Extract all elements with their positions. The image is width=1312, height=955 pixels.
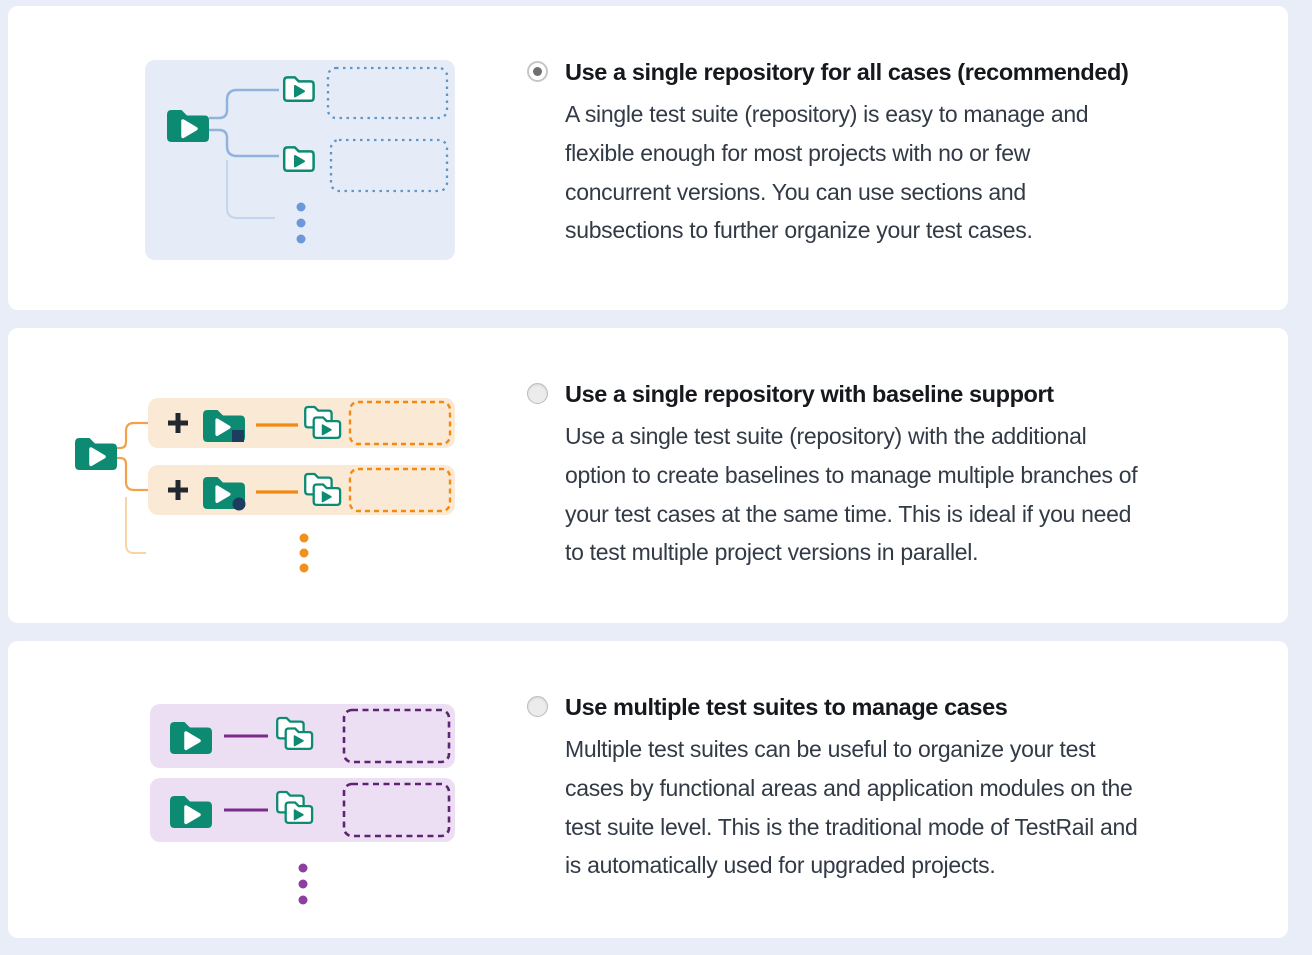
placeholder-box: [348, 400, 452, 446]
more-items-dots: [299, 533, 309, 573]
tree-connector-lines: [209, 88, 279, 220]
single-repository-diagram-svg: [167, 66, 449, 244]
placeholder-box: [342, 782, 451, 838]
baseline-folder-circle-badge-icon: [203, 477, 246, 511]
single-repository-illustration-area: [8, 6, 527, 310]
plus-icon: [168, 480, 188, 500]
option-card-single-repository[interactable]: Use a single repository for all cases (r…: [8, 6, 1288, 310]
radio-multiple-suites[interactable]: [527, 696, 548, 717]
option-description: Use a single test suite (repository) wit…: [565, 423, 1138, 566]
copy-folder-icon: [304, 472, 342, 507]
placeholder-box: [348, 467, 452, 513]
section-folder-icon: [282, 76, 315, 103]
placeholder-box: [329, 138, 449, 193]
more-items-dots: [296, 202, 306, 244]
option-card-multiple-suites[interactable]: Use multiple test suites to manage cases…: [8, 641, 1288, 938]
copy-folder-icon: [304, 405, 342, 440]
multiple-suites-diagram-svg: [150, 704, 455, 905]
baseline-row: [148, 398, 455, 448]
baseline-diagram: [60, 385, 460, 585]
suite-folder-icon: [170, 722, 212, 754]
copy-folder-icon: [276, 790, 314, 825]
radio-single-repository[interactable]: [527, 61, 548, 82]
multiple-suites-illustration-area: [8, 641, 527, 938]
more-items-dots: [298, 863, 308, 905]
multiple-suites-diagram: [148, 700, 458, 920]
option-title: Use a single repository for all cases (r…: [565, 59, 1129, 85]
baseline-diagram-svg: [75, 398, 455, 573]
section-folder-icon: [282, 146, 315, 173]
radio-baseline-support[interactable]: [527, 383, 548, 404]
repository-folder-icon: [75, 438, 117, 470]
placeholder-box: [342, 708, 451, 764]
baseline-illustration-area: [8, 328, 527, 623]
option-card-baseline-support[interactable]: Use a single repository with baseline su…: [8, 328, 1288, 623]
plus-icon: [168, 413, 188, 433]
option-description: Multiple test suites can be useful to or…: [565, 736, 1138, 879]
single-repository-diagram: [145, 60, 455, 260]
suite-folder-icon: [170, 796, 212, 828]
placeholder-box: [326, 66, 449, 120]
branch-connector-lines: [117, 421, 148, 554]
option-title: Use a single repository with baseline su…: [565, 381, 1054, 407]
baseline-folder-square-badge-icon: [203, 410, 245, 442]
baseline-row: [148, 465, 455, 515]
option-description: A single test suite (repository) is easy…: [565, 101, 1089, 244]
option-title: Use multiple test suites to manage cases: [565, 694, 1008, 720]
copy-folder-icon: [276, 716, 314, 751]
repository-folder-icon: [167, 110, 209, 142]
